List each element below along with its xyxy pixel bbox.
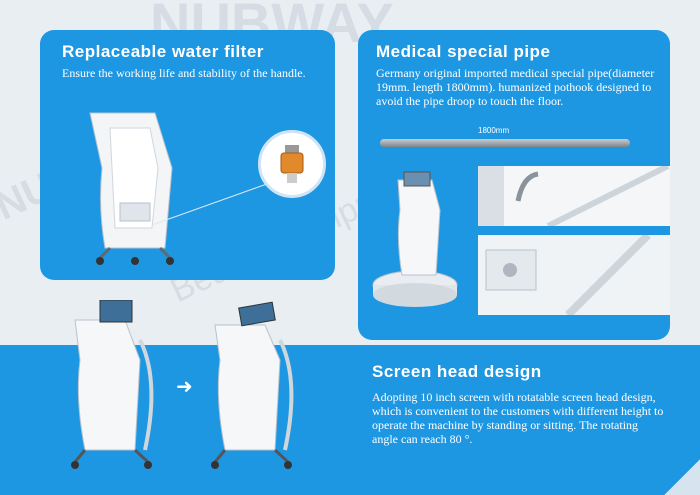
machine-rotated-screen-illustration <box>211 301 294 469</box>
water-filter-closeup <box>258 130 326 198</box>
machine-stand-illustration <box>89 112 174 265</box>
filter-icon <box>280 145 304 183</box>
water-filter-title: Replaceable water filter <box>62 42 264 61</box>
water-filter-description: Ensure the working life and stability of… <box>62 66 306 80</box>
pipe-illustration <box>380 139 630 147</box>
pipe-hook-closeup-bottom <box>478 232 670 318</box>
medical-pipe-description: Germany original imported medical specia… <box>376 66 655 108</box>
screen-head-title: Screen head design <box>372 362 542 381</box>
water-filter-card: Replaceable water filter Ensure the work… <box>40 30 335 280</box>
arrow-icon: ➜ <box>176 374 193 398</box>
filter-callout-line <box>151 179 279 226</box>
machine-platform-illustration <box>372 171 458 307</box>
page-corner-curl <box>664 459 700 495</box>
pipe-hook-closeup-top <box>478 163 670 229</box>
pipe-length-label: 1800mm <box>478 126 510 135</box>
machine-front-illustration <box>71 300 154 469</box>
screen-head-description: Adopting 10 inch screen with rotatable s… <box>372 390 664 446</box>
medical-pipe-card: Medical special pipe Germany original im… <box>358 30 670 340</box>
medical-pipe-title: Medical special pipe <box>376 42 551 61</box>
